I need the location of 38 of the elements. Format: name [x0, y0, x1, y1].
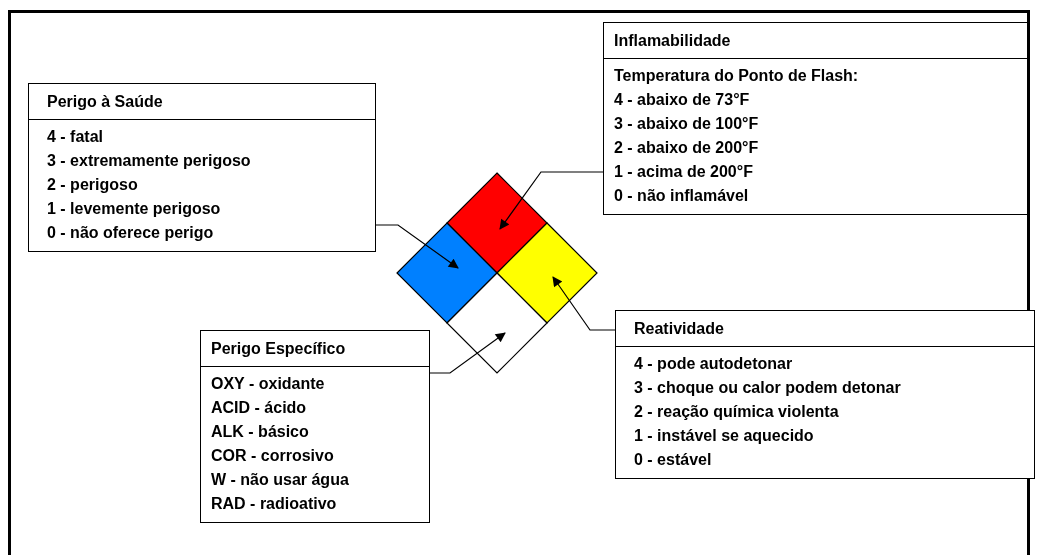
- list-item: Temperatura do Ponto de Flash:: [614, 66, 860, 86]
- legend-box: [603, 22, 1028, 215]
- list-item: 3 - abaixo de 100°F: [614, 114, 760, 134]
- list-item: 0 - estável: [634, 450, 713, 470]
- list-item: 2 - abaixo de 200°F: [614, 138, 760, 158]
- list-item: 4 - fatal: [47, 127, 104, 147]
- legend-box: [28, 83, 376, 252]
- hazard-quadrant: [447, 173, 547, 273]
- list-item: 3 - choque ou calor podem detonar: [634, 378, 902, 398]
- list-item: 4 - abaixo de 73°F: [614, 90, 751, 110]
- list-item: 2 - reação química violenta: [634, 402, 840, 422]
- list-item: 2 - perigoso: [47, 175, 139, 195]
- hazard-quadrant: [497, 223, 597, 323]
- hazard-quadrant: [397, 223, 497, 323]
- leader-arrow: [375, 224, 459, 269]
- leader-arrow: [429, 332, 506, 374]
- list-item: ALK - básico: [211, 422, 310, 442]
- list-item: 1 - instável se aquecido: [634, 426, 815, 446]
- leader-arrow: [552, 276, 616, 331]
- list-item: ACID - ácido: [211, 398, 308, 418]
- hazard-quadrant: [447, 273, 547, 373]
- box-title: Perigo à Saúde: [29, 84, 375, 120]
- box-title: Perigo Específico: [201, 331, 429, 367]
- list-item: 3 - extremamente perigoso: [47, 151, 252, 171]
- legend-box: [615, 310, 1035, 479]
- box-title: Inflamabilidade: [604, 23, 1027, 59]
- list-item: 0 - não oferece perigo: [47, 223, 215, 243]
- list-item: COR - corrosivo: [211, 446, 335, 466]
- list-item: RAD - radioativo: [211, 494, 338, 514]
- box-title: Reatividade: [616, 311, 1034, 347]
- list-item: 1 - acima de 200°F: [614, 162, 754, 182]
- leader-arrow: [499, 171, 604, 230]
- legend-box: [200, 330, 430, 523]
- list-item: W - não usar água: [211, 470, 350, 490]
- list-item: 4 - pode autodetonar: [634, 354, 794, 374]
- list-item: 1 - levemente perigoso: [47, 199, 222, 219]
- list-item: 0 - não inflamável: [614, 186, 750, 206]
- list-item: OXY - oxidante: [211, 374, 326, 394]
